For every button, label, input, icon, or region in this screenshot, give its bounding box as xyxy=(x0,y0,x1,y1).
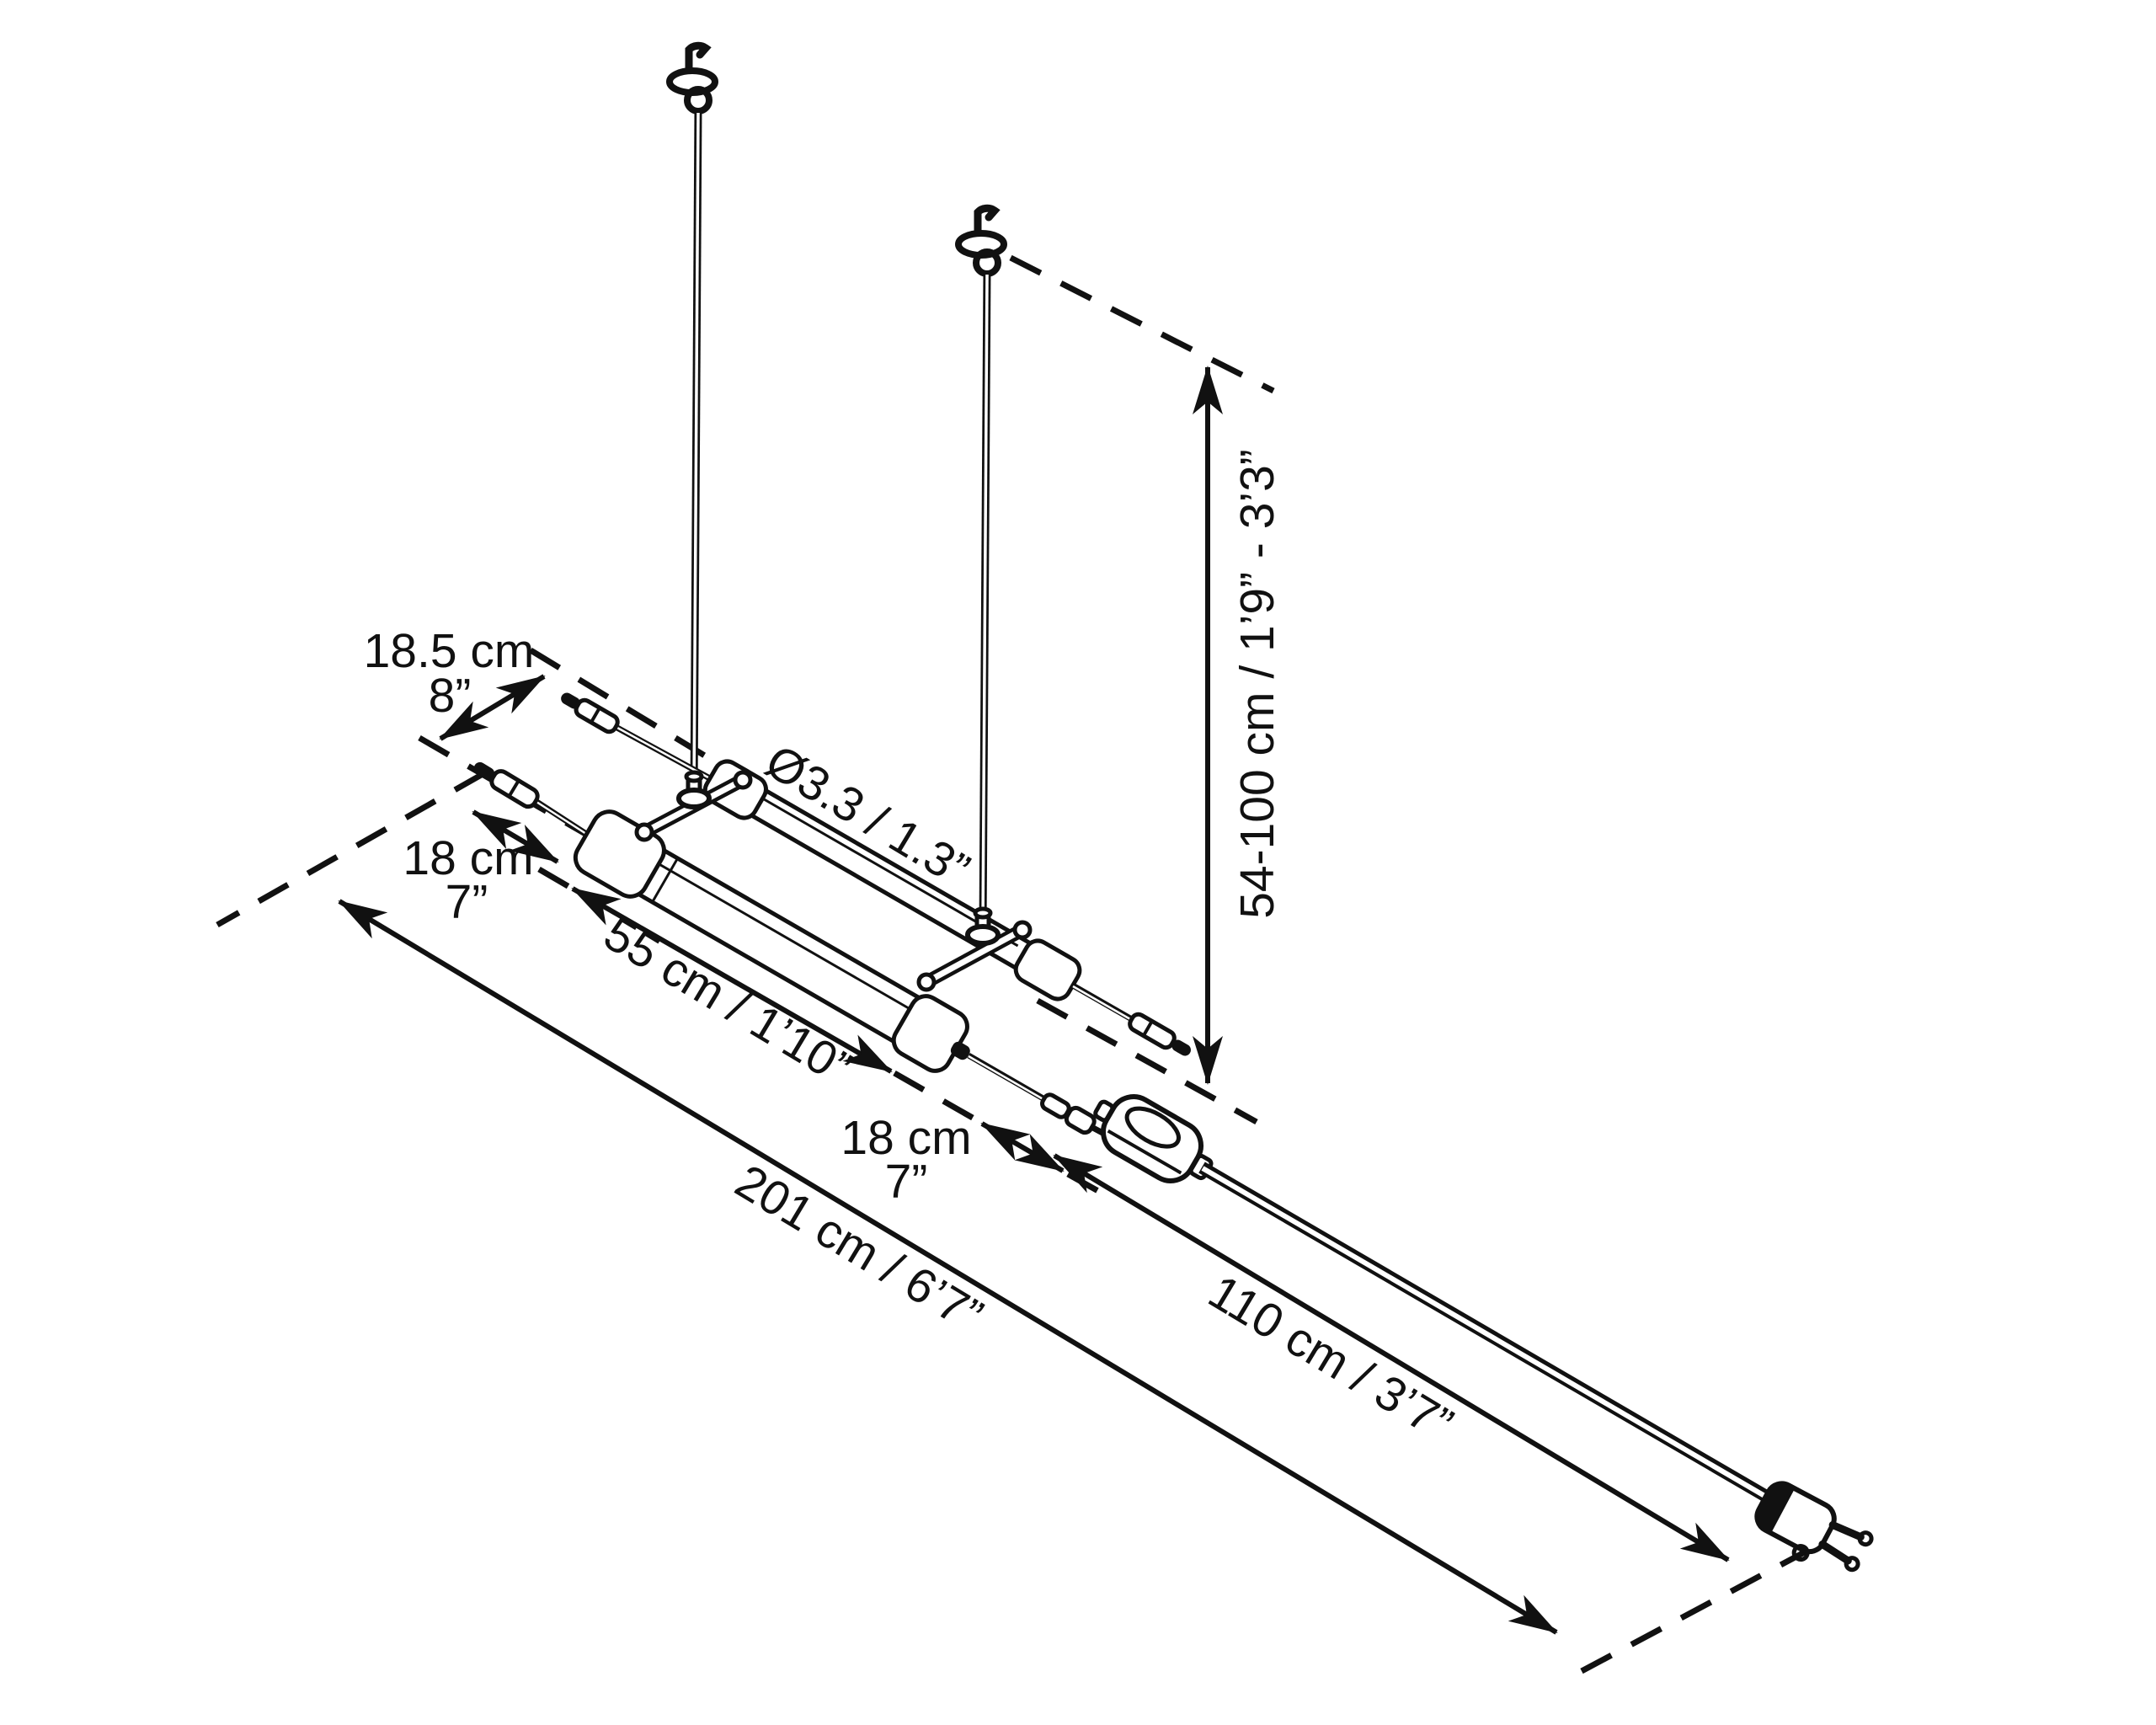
cable-connector-tip xyxy=(473,761,495,780)
cord-length-dimension-arrow xyxy=(1053,1153,1730,1562)
hook-ring xyxy=(973,248,1001,277)
cable-connector-tip xyxy=(561,692,580,709)
lamp-length-start-tick-dashed xyxy=(537,866,571,890)
ceiling-hook-right xyxy=(955,204,1007,277)
ceiling-reference-dashed xyxy=(1009,254,1275,394)
cord-plane-front-edge-dashed xyxy=(1580,1546,1811,1674)
hook-screw-tip xyxy=(974,204,1001,235)
wire-hanger-left xyxy=(676,770,712,809)
left-offset-label-imperial: 7” xyxy=(446,875,488,929)
inline-controller xyxy=(1093,1094,1214,1183)
right-offset-label-metric: 18 cm xyxy=(841,1111,971,1165)
cable-connector-barrel xyxy=(1128,1012,1177,1050)
left-offset-label-metric: 18 cm xyxy=(403,831,533,885)
front-tube-axis-extension-dashed xyxy=(418,734,587,837)
crossbar-clamp xyxy=(733,770,753,790)
right-offset-dimension-arrow xyxy=(980,1121,1065,1173)
hook-screw-tip xyxy=(685,41,712,72)
suspension-wire-left xyxy=(690,109,702,794)
rear-tube-cable-right xyxy=(1071,982,1191,1056)
plug-pin xyxy=(1818,1540,1852,1565)
power-plug xyxy=(1754,1481,1874,1573)
left-offset-dimension-arrow xyxy=(472,809,559,864)
cord-coupler xyxy=(1064,1105,1097,1135)
depth-label-imperial: 8” xyxy=(429,669,472,723)
front-tube-cable-left xyxy=(473,761,597,842)
cable-connector-barrel xyxy=(574,697,620,734)
plug-grip-band xyxy=(1757,1483,1796,1534)
crossbar-clamp xyxy=(634,822,654,842)
right-offset-label-imperial: 7” xyxy=(885,1155,928,1209)
depth-label-metric: 18.5 cm xyxy=(364,624,535,678)
dimension-arrows xyxy=(338,366,1730,1635)
crossbar-clamp xyxy=(916,972,937,992)
ceiling-hook-left xyxy=(666,41,718,115)
hook-ring xyxy=(684,86,712,115)
depth-dimension-arrow xyxy=(439,674,546,741)
plug-pin xyxy=(1828,1520,1865,1541)
hanging-height-label: 54-100 cm / 1’9” - 3’3” xyxy=(1230,449,1284,919)
depth-reference-dashed xyxy=(216,770,486,928)
total-length-label: 201 cm / 6’7” xyxy=(726,1154,991,1343)
crossbar-clamp xyxy=(1012,920,1033,940)
suspension-wire-right xyxy=(979,270,991,931)
rear-tube-axis-extension-dashed xyxy=(529,648,713,762)
rear-tube xyxy=(702,759,1082,1001)
plug-ground-contact xyxy=(1791,1544,1810,1562)
